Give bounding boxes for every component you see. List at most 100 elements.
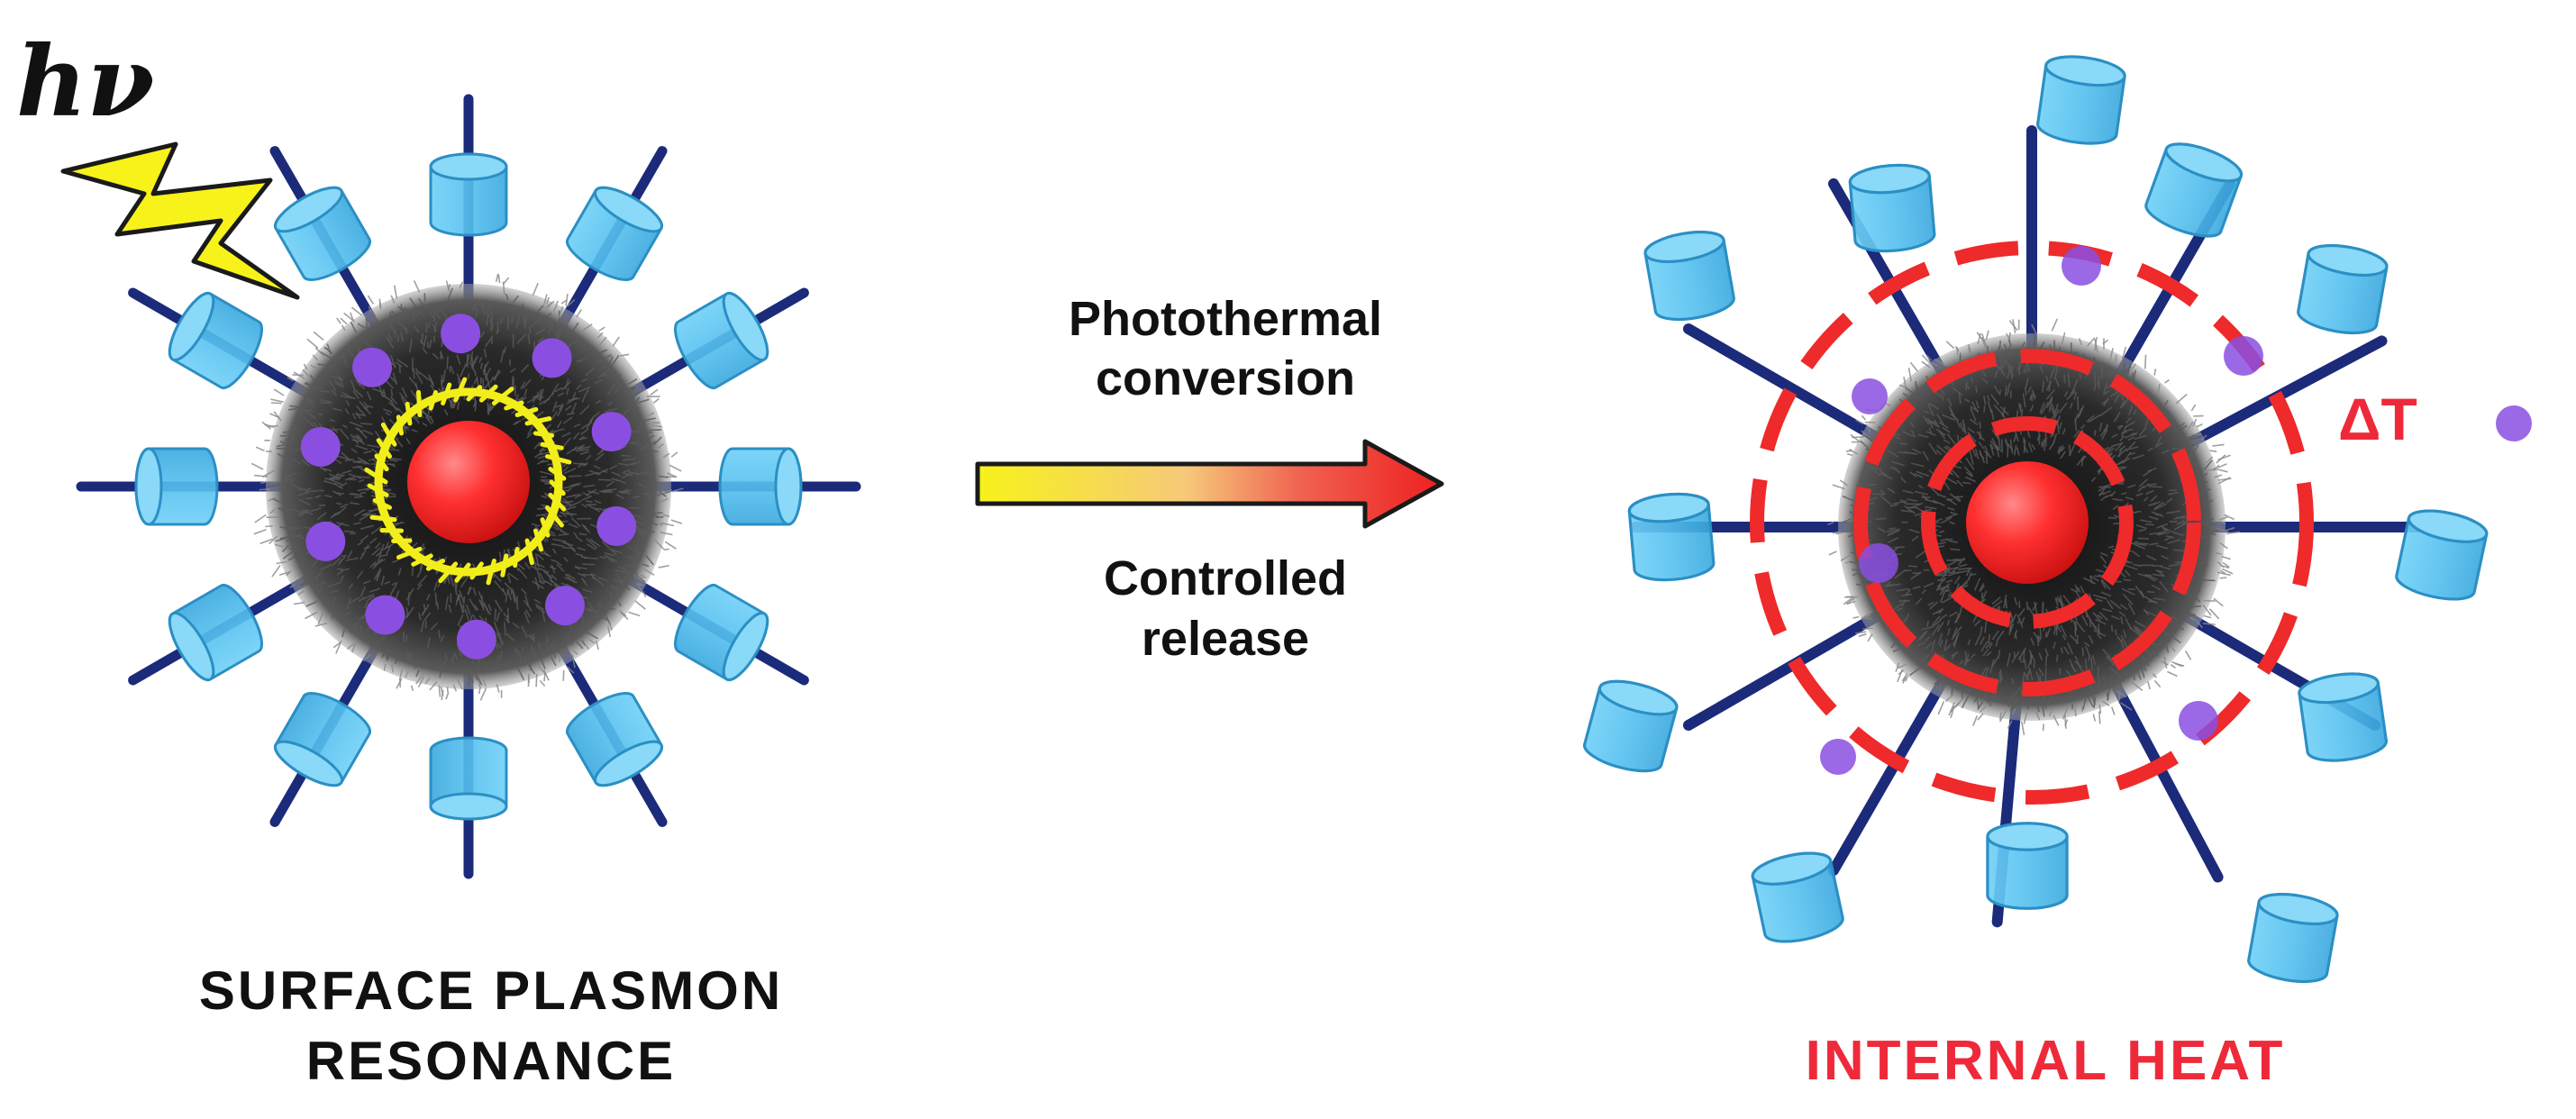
shell-fiber xyxy=(1939,640,1943,648)
capsule xyxy=(1986,822,2069,910)
shell-fiber xyxy=(2095,618,2107,625)
shell-fiber xyxy=(342,611,352,617)
shell-fiber xyxy=(2161,449,2171,455)
shell-fiber xyxy=(303,363,308,370)
shell-fiber xyxy=(667,472,677,478)
shell-fiber xyxy=(2218,477,2231,485)
shell-fiber xyxy=(2040,401,2050,415)
capsule-top xyxy=(593,186,664,233)
shell-fiber xyxy=(2169,563,2183,568)
shell-fiber xyxy=(2061,332,2066,345)
shell-fiber xyxy=(1917,484,1924,489)
shell-fiber xyxy=(2004,359,2012,369)
shell-fiber xyxy=(457,401,460,411)
shell-fiber xyxy=(310,558,319,569)
shell-fiber xyxy=(350,321,358,333)
shell-fiber xyxy=(356,433,363,441)
shell-fiber xyxy=(1904,451,1918,455)
shell-fiber xyxy=(590,572,595,580)
shell-fiber xyxy=(545,302,552,313)
shell-fiber xyxy=(1998,708,2007,723)
shell-fiber xyxy=(1898,450,1907,454)
cargo-dot xyxy=(591,412,632,452)
shell-fiber xyxy=(2031,443,2036,450)
shell-fiber xyxy=(638,442,652,450)
shell-fiber xyxy=(1998,366,2007,377)
shell-fiber xyxy=(381,542,395,551)
shell-fiber xyxy=(1898,442,1907,445)
shell-fiber xyxy=(1965,476,1977,483)
shell-fiber xyxy=(2214,468,2228,473)
shell-fiber xyxy=(1950,511,1958,515)
shell-fiber xyxy=(414,660,422,669)
shell-fiber xyxy=(2124,421,2135,429)
shell-fiber xyxy=(250,462,264,470)
shell-fiber xyxy=(414,368,421,375)
shell-fiber xyxy=(539,459,550,463)
shell-fiber xyxy=(2035,704,2040,713)
shell-fiber xyxy=(1966,653,1970,662)
shell-fiber xyxy=(1946,619,1951,626)
shell-fiber xyxy=(2013,651,2016,659)
shell-fiber xyxy=(2016,614,2024,628)
shell-fiber xyxy=(440,309,449,320)
shell-fiber xyxy=(1885,403,1891,407)
shell-fiber xyxy=(509,368,516,374)
shell-fiber xyxy=(543,579,553,587)
shell-fiber xyxy=(1985,641,1992,650)
shell-fiber xyxy=(445,280,451,292)
shell-fiber xyxy=(1970,407,1977,422)
shell-fiber xyxy=(613,374,622,378)
shell-fiber xyxy=(410,685,414,692)
shell-fiber xyxy=(1945,341,1955,350)
shell-fiber xyxy=(550,321,553,329)
shell-fiber xyxy=(1973,696,1979,704)
shell-fiber xyxy=(2098,704,2102,714)
shell-fiber xyxy=(2024,659,2027,669)
shell-fiber xyxy=(590,614,598,619)
shell-fiber xyxy=(2044,655,2048,667)
shell-fiber xyxy=(2125,441,2136,452)
shell-fiber xyxy=(1888,537,1898,543)
shell-fiber xyxy=(2133,408,2137,415)
shell-fiber xyxy=(2030,637,2035,646)
shell-fiber xyxy=(1855,419,1863,425)
shell-fiber xyxy=(514,647,521,654)
shell-fiber xyxy=(658,475,669,478)
cargo-dot xyxy=(2224,336,2263,376)
shell-fiber xyxy=(551,538,567,542)
shell-fiber xyxy=(2174,624,2185,631)
shell-fiber xyxy=(606,384,616,396)
shell-fiber xyxy=(1903,613,1910,623)
shell-fiber xyxy=(1986,395,1990,402)
shell-fiber xyxy=(2005,599,2007,609)
shell-fiber xyxy=(1905,588,1911,596)
shell-fiber xyxy=(523,388,528,397)
capsule-top xyxy=(1627,492,1710,523)
shell-fiber xyxy=(2018,361,2021,376)
shell-fiber xyxy=(1832,484,1845,490)
shell-fiber xyxy=(1949,611,1958,617)
shell-fiber xyxy=(503,612,509,619)
shell-fiber xyxy=(526,396,540,404)
shell-fiber xyxy=(1902,489,1914,494)
shell-fiber xyxy=(462,596,466,605)
shell-fiber xyxy=(2063,390,2069,397)
shell-fiber xyxy=(2111,614,2120,621)
shell-fiber xyxy=(1936,621,1944,632)
shell-fiber xyxy=(1998,650,2001,660)
shell-fiber xyxy=(2135,510,2142,514)
shell-fiber xyxy=(2120,492,2127,496)
shell-fiber xyxy=(2200,536,2209,539)
shell-fiber xyxy=(2008,610,2015,623)
shell-fiber xyxy=(637,398,650,405)
shell-fiber xyxy=(2198,480,2209,487)
shell-fiber xyxy=(368,458,377,461)
shell-fiber xyxy=(407,592,410,606)
capsule xyxy=(168,584,263,682)
shell-fiber xyxy=(523,611,530,623)
shell-fiber xyxy=(2130,432,2138,435)
shell-fiber xyxy=(2116,448,2127,458)
shell-fiber xyxy=(2144,523,2154,526)
shell-fiber xyxy=(2007,339,2012,348)
